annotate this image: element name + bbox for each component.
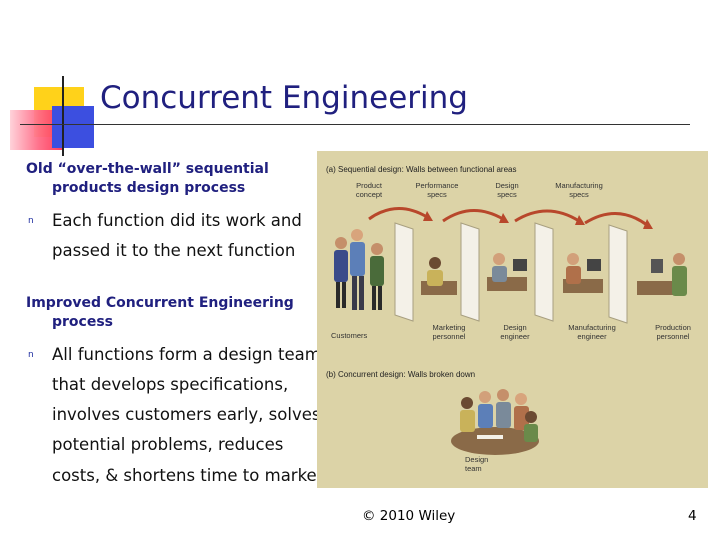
wall xyxy=(394,222,414,322)
team-table xyxy=(451,427,539,455)
stage-label: specs xyxy=(427,190,447,199)
role-label: personnel xyxy=(657,332,690,341)
stage-label: Performance xyxy=(416,181,459,190)
caption-concurrent: (b) Concurrent design: Walls broken down xyxy=(326,370,475,379)
stage-label: Product xyxy=(356,181,383,190)
monitor xyxy=(513,259,527,271)
wall xyxy=(608,224,628,324)
arrow-head xyxy=(423,211,433,221)
handoff-arrows xyxy=(368,207,648,227)
person-body xyxy=(672,266,687,296)
handoff-arrow xyxy=(584,212,648,227)
bullet-text-line: involves customers early, solves xyxy=(52,405,321,424)
role-label: Customers xyxy=(331,331,368,340)
bullet-text-line: All functions form a design team xyxy=(52,345,321,364)
section-heading-concurrent: Improved Concurrent Engineering process xyxy=(26,294,294,332)
person-head xyxy=(515,393,527,405)
person-head xyxy=(673,253,685,265)
role-label: Production xyxy=(655,323,691,332)
handoff-arrow xyxy=(368,207,428,221)
arrow-heads xyxy=(423,211,653,229)
person-body xyxy=(492,266,507,282)
person-head xyxy=(351,229,363,241)
person-head xyxy=(429,257,441,269)
functional-walls xyxy=(394,222,628,324)
person-head xyxy=(479,391,491,403)
handoff-arrow xyxy=(514,209,580,223)
team-label: Design xyxy=(465,455,488,464)
role-label: Marketing xyxy=(433,323,466,332)
arrow-head xyxy=(575,215,585,225)
copyright-footer: © 2010 Wiley xyxy=(362,508,456,524)
machine xyxy=(651,259,663,273)
bullet-text-line: passed it to the next function xyxy=(52,241,296,260)
stage-label: Manufacturing xyxy=(555,181,603,190)
page-number: 4 xyxy=(688,508,697,524)
person-head xyxy=(335,237,347,249)
paper xyxy=(477,435,503,439)
team-label: team xyxy=(465,464,482,473)
slide-title: Concurrent Engineering xyxy=(100,80,468,116)
bullet-text-line: potential problems, reduces xyxy=(52,435,284,454)
bullet-marker: n xyxy=(28,350,34,360)
person-body xyxy=(478,404,493,428)
arrow-head xyxy=(643,219,653,229)
bullet-text-line: costs, & shortens time to market xyxy=(52,466,324,485)
person-leg xyxy=(359,276,364,310)
person-body xyxy=(460,410,475,432)
monitor xyxy=(587,259,601,271)
role-label: Design xyxy=(503,323,526,332)
bullet-marker: n xyxy=(28,216,34,226)
decor-vertical-line xyxy=(62,76,64,156)
person-leg xyxy=(378,286,382,310)
heading-line: process xyxy=(52,314,114,330)
heading-line: Improved Concurrent Engineering xyxy=(26,295,294,311)
design-team-group xyxy=(451,389,539,455)
person-body xyxy=(524,424,538,442)
role-label: engineer xyxy=(577,332,607,341)
person-leg xyxy=(372,286,376,310)
decor-blue-square xyxy=(52,106,94,148)
person-body xyxy=(514,406,529,430)
person-head xyxy=(497,389,509,401)
person-body xyxy=(496,402,511,428)
customers-figures xyxy=(334,229,384,310)
heading-line: Old “over-the-wall” sequential xyxy=(26,161,269,177)
person-body xyxy=(350,242,365,276)
role-label: Manufacturing xyxy=(568,323,616,332)
person-head xyxy=(567,253,579,265)
stage-label: Design xyxy=(495,181,518,190)
workstations xyxy=(421,253,687,296)
person-head xyxy=(371,243,383,255)
person-body xyxy=(427,270,443,286)
person-head xyxy=(525,411,537,423)
person-head xyxy=(493,253,505,265)
section-heading-sequential: Old “over-the-wall” sequential products … xyxy=(26,160,269,198)
person-leg xyxy=(336,282,340,308)
arrow-head xyxy=(499,213,509,223)
wall xyxy=(534,222,554,322)
concurrent-engineering-illustration: (a) Sequential design: Walls between fun… xyxy=(317,151,708,488)
desk xyxy=(637,281,675,295)
role-label: engineer xyxy=(500,332,530,341)
person-body xyxy=(370,256,384,286)
person-head xyxy=(461,397,473,409)
bullet-text-line: Each function did its work and xyxy=(52,211,302,230)
wall xyxy=(460,222,480,322)
person-body xyxy=(566,266,581,284)
stage-label: concept xyxy=(356,190,383,199)
role-label: personnel xyxy=(433,332,466,341)
person-body xyxy=(334,250,348,282)
stage-label: specs xyxy=(569,190,589,199)
bullet-text-line: that develops specifications, xyxy=(52,375,289,394)
title-divider-line xyxy=(20,124,690,125)
caption-sequential: (a) Sequential design: Walls between fun… xyxy=(326,165,516,174)
stage-label: specs xyxy=(497,190,517,199)
heading-line: products design process xyxy=(52,180,246,196)
handoff-arrow xyxy=(442,209,504,223)
person-leg xyxy=(352,276,357,310)
person-leg xyxy=(342,282,346,308)
